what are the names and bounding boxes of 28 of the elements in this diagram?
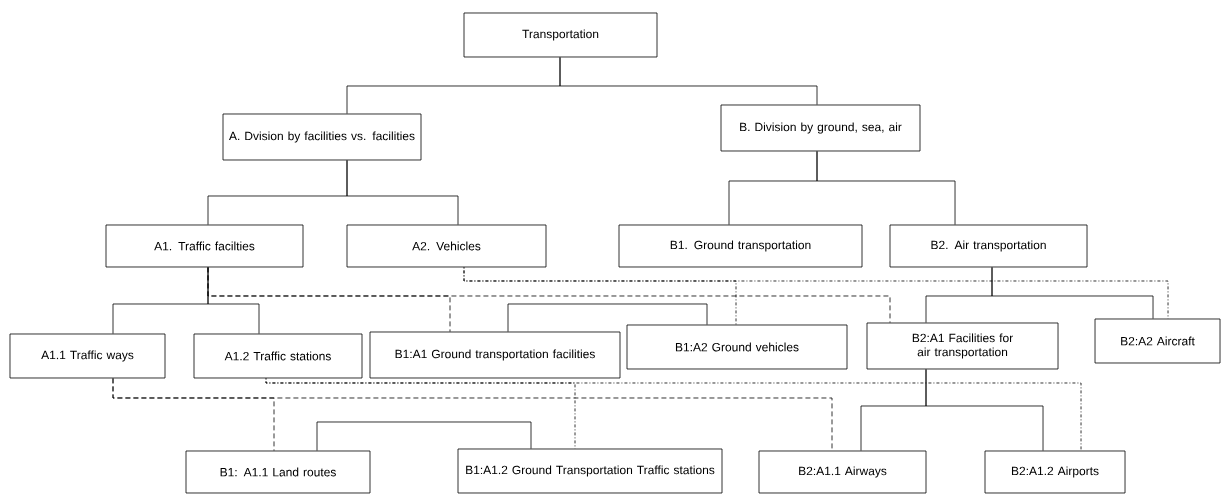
connector bbox=[463, 267, 1169, 319]
box: A2. Vehicles bbox=[346, 224, 547, 268]
box: B1:A1 Ground transportation facilities bbox=[369, 331, 621, 379]
box: B2:A1 Facilities for air transportation bbox=[866, 322, 1059, 370]
connector bbox=[816, 151, 956, 225]
box: B2:A2 Aircraft bbox=[1094, 318, 1221, 364]
box: A. Dvision by facilities vs. facilities bbox=[222, 113, 422, 161]
connector bbox=[316, 421, 532, 451]
box: B2. Air transportation bbox=[889, 224, 1088, 268]
connector bbox=[991, 267, 1154, 319]
connector bbox=[559, 57, 818, 105]
box: A1. Traffic facilties bbox=[105, 224, 304, 268]
box: Transportation bbox=[463, 12, 658, 58]
connector bbox=[112, 378, 833, 451]
connector bbox=[925, 369, 1044, 451]
box: B1:A2 Ground vehicles bbox=[626, 324, 848, 370]
connector bbox=[507, 303, 708, 332]
box: B2:A1.2 Airports bbox=[984, 450, 1126, 494]
connector bbox=[265, 378, 1082, 451]
connector bbox=[346, 160, 459, 225]
box: A1.2 Traffic stations bbox=[193, 333, 363, 379]
box: B1. Ground transportation bbox=[618, 224, 863, 268]
box: B1: A1.1 Land routes bbox=[185, 450, 371, 494]
box: B. Division by ground, sea, air bbox=[720, 104, 921, 152]
box: B2:A1.1 Airways bbox=[758, 450, 927, 494]
connector bbox=[207, 267, 891, 323]
box: B1:A1.2 Ground Transportation Traffic stations bbox=[457, 448, 723, 494]
box: A1.1 Traffic ways bbox=[9, 333, 166, 379]
